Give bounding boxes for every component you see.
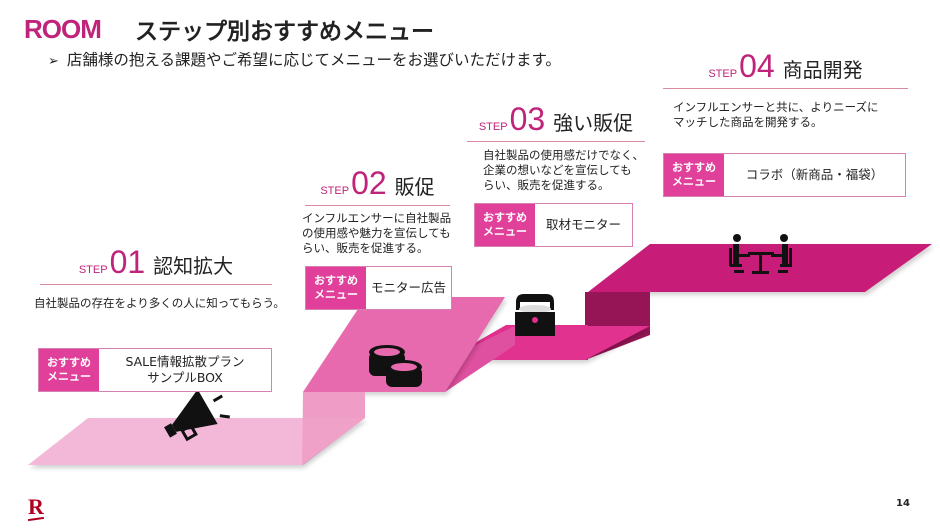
step-name: 強い販促	[553, 111, 634, 135]
menu-tag-line: メニュー	[47, 370, 91, 383]
step-number: 01	[109, 244, 146, 280]
description-line: の使用感や魅力を宣伝しても	[302, 226, 451, 240]
step-divider	[467, 141, 645, 142]
step2-riser	[445, 326, 515, 392]
menu-value: モニター広告	[370, 280, 446, 295]
step-04-heading: STEP 04 商品開発	[663, 50, 908, 83]
menu-tag-line: メニュー	[314, 288, 358, 301]
arrowhead-bullet-icon: ➢	[48, 54, 59, 69]
subtitle-text: 店舗様の抱える課題やご希望に応じてメニューをお選びいただけます。	[66, 51, 561, 69]
step-01-description: 自社製品の存在をより多くの人に知ってもらう。	[34, 296, 285, 311]
description-line: 自社製品の存在をより多くの人に知ってもらう。	[34, 296, 285, 310]
menu-item: サンプルBOX	[147, 370, 223, 385]
step-03-description: 自社製品の使用感だけでなく、 企業の想いなどを宣伝しても らい、販売を促進する。	[483, 148, 644, 193]
page-number: 14	[896, 498, 910, 509]
page-title: ステップ別おすすめメニュー	[135, 19, 434, 45]
step1-floor	[28, 418, 365, 465]
description-line: らい、販売を促進する。	[483, 178, 610, 192]
step-divider	[40, 284, 272, 285]
step-02-block: STEP 02 販促	[305, 167, 450, 206]
step-number: 02	[351, 165, 387, 201]
step2-floor	[303, 297, 505, 392]
rakuten-r-logo: R	[27, 494, 45, 522]
step-label: STEP	[320, 185, 350, 197]
step-divider	[663, 88, 908, 89]
step-01-heading: STEP 01 認知拡大	[40, 246, 272, 279]
menu-tag: おすすめメニュー	[306, 267, 366, 309]
description-line: インフルエンサーと共に、よりニーズに	[673, 100, 879, 114]
room-logo: ROOM	[24, 14, 102, 44]
step-number: 03	[509, 101, 546, 137]
step-03-block: STEP 03 強い販促	[467, 103, 645, 142]
step-label: STEP	[78, 264, 108, 276]
description-line: らい、販売を促進する。	[302, 241, 429, 255]
menu-tag-line: メニュー	[672, 175, 716, 188]
step-01-menu-box[interactable]: おすすめメニュー SALE情報拡散プランサンプルBOX	[38, 348, 272, 392]
menu-value: コラボ（新商品・福袋）	[745, 167, 884, 182]
step-04-description: インフルエンサーと共に、よりニーズに マッチした商品を開発する。	[673, 100, 879, 130]
menu-tag: おすすめメニュー	[664, 154, 724, 196]
description-line: 自社製品の使用感だけでなく、	[483, 148, 644, 162]
menu-tag-line: おすすめ	[483, 211, 527, 224]
step-divider	[305, 205, 450, 206]
description-line: マッチした商品を開発する。	[673, 115, 823, 129]
step-name: 商品開発	[782, 58, 863, 82]
step-name: 販促	[394, 175, 435, 199]
step-02-heading: STEP 02 販促	[305, 167, 450, 200]
step-label: STEP	[478, 121, 508, 133]
step-03-heading: STEP 03 強い販促	[467, 103, 645, 136]
step-03-menu-box[interactable]: おすすめメニュー 取材モニター	[474, 203, 633, 247]
menu-tag-line: おすすめ	[672, 161, 716, 174]
brand-mark: R	[28, 494, 44, 519]
description-line: 企業の想いなどを宣伝しても	[483, 163, 632, 177]
step-name: 認知拡大	[153, 254, 234, 278]
menu-tag-line: おすすめ	[47, 356, 91, 369]
step-01-block: STEP 01 認知拡大	[40, 246, 272, 285]
menu-value: SALE情報拡散プランサンプルBOX	[99, 349, 271, 391]
meeting-icon	[729, 234, 792, 274]
step-04-menu-box[interactable]: おすすめメニュー コラボ（新商品・福袋）	[663, 153, 906, 197]
step-label: STEP	[708, 68, 738, 80]
treasure-chest-icon	[515, 294, 555, 336]
menu-item: SALE情報拡散プラン	[125, 354, 245, 369]
menu-value: 取材モニター	[545, 217, 621, 232]
step-number: 04	[739, 48, 775, 84]
step-02-menu-box[interactable]: おすすめメニュー モニター広告	[305, 266, 452, 310]
step1-riser-front	[302, 392, 365, 465]
description-line: インフルエンサーに自社製品	[302, 211, 452, 225]
menu-tag: おすすめメニュー	[475, 204, 535, 246]
menu-tag-line: おすすめ	[314, 274, 358, 287]
coins-icon	[369, 345, 422, 387]
step-04-block: STEP 04 商品開発	[663, 50, 908, 89]
menu-tag: おすすめメニュー	[39, 349, 99, 391]
step-02-description: インフルエンサーに自社製品 の使用感や魅力を宣伝しても らい、販売を促進する。	[302, 211, 451, 256]
menu-tag-line: メニュー	[483, 225, 527, 238]
page-subtitle: ➢ 店舗様の抱える課題やご希望に応じてメニューをお選びいただけます。	[48, 48, 561, 70]
